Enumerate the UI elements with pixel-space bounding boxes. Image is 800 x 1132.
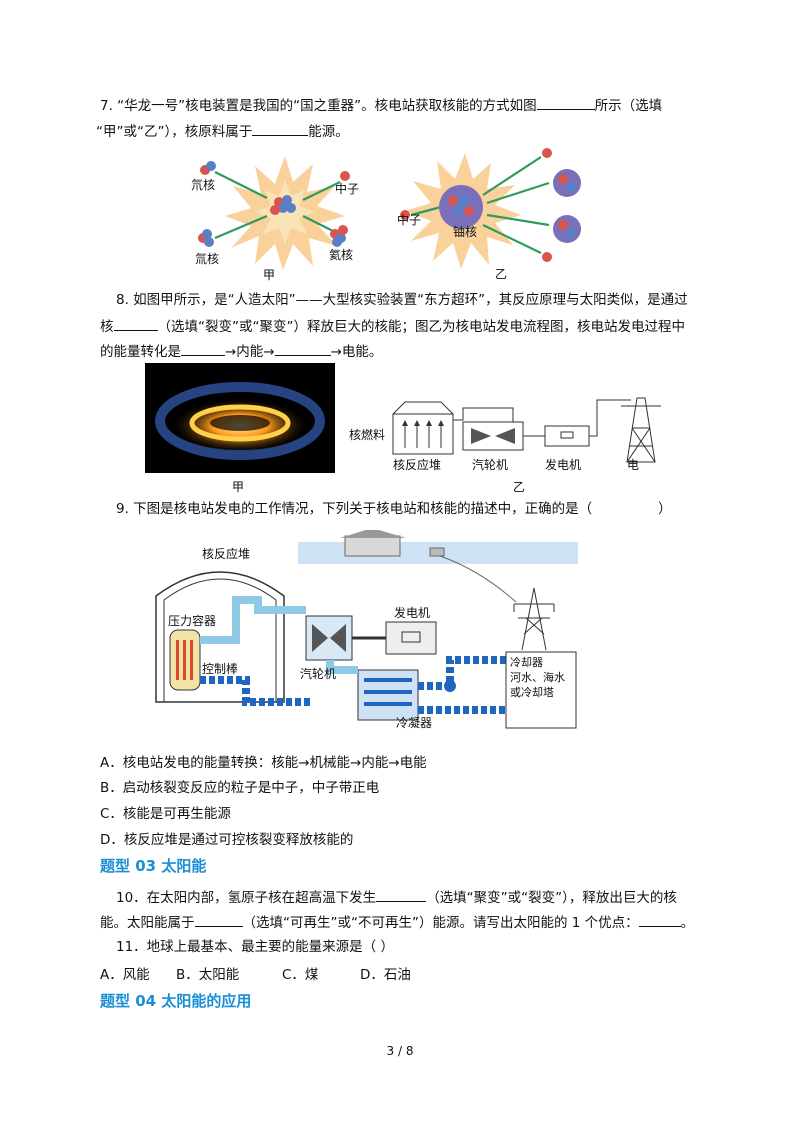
q8-line3: 的能量转化是→内能→→电能。 [100, 341, 382, 362]
fission-figure: 中子 铀核 乙 [395, 145, 595, 281]
label-pressure-vessel: 压力容器 [168, 614, 217, 628]
q10-blank-3[interactable] [638, 912, 681, 927]
label-tritium: 氚核 [195, 252, 220, 266]
page-number: 3 / 8 [386, 1044, 414, 1058]
label-cooler: 冷却器 [510, 656, 543, 669]
caption-jia-q7: 甲 [263, 268, 276, 282]
q7-line1: 7. “华龙一号”核电装置是我国的“国之重器”。核电站获取核能的方式如图所示（选… [100, 95, 662, 116]
label-cooler-tower: 或冷却塔 [510, 686, 554, 699]
q9-option-d[interactable]: D．核反应堆是通过可控核裂变释放核能的 [100, 832, 354, 848]
q9-stem: 9. 下图是核电站发电的工作情况，下列关于核电站和核能的描述中，正确的是（） [116, 501, 672, 517]
q8-blank-3[interactable] [274, 341, 331, 356]
q7-line2: “甲”或“乙”），核原料属于能源。 [96, 121, 349, 142]
fusion-figure: 氘核 氚核 中子 氦核 甲 [185, 150, 385, 282]
label-electricity: 电 [627, 458, 640, 472]
label-neutron-2: 中子 [397, 213, 422, 227]
label-reactor-q8: 核反应堆 [393, 458, 442, 472]
section-heading-04: 题型 04 太阳能的应用 [100, 992, 252, 1010]
q11-option-a[interactable]: A．风能 [100, 967, 150, 983]
q10-blank-2[interactable] [194, 912, 243, 927]
q7-blank-2[interactable] [252, 121, 309, 136]
q10-line1: 10．在太阳内部，氢原子核在超高温下发生（选填“聚变”或“裂变”），释放出巨大的… [116, 887, 677, 908]
label-reactor-q9: 核反应堆 [202, 547, 251, 561]
label-uranium: 铀核 [453, 225, 478, 239]
caption-jia-q8: 甲 [232, 480, 245, 494]
caption-yi-q8: 乙 [513, 480, 526, 494]
q11-option-b[interactable]: B．太阳能 [176, 967, 240, 983]
tokamak-image [155, 382, 325, 460]
caption-yi-q7: 乙 [495, 267, 508, 281]
label-control-rod: 控制棒 [202, 662, 239, 676]
tokamak-photo [145, 363, 335, 473]
q8-blank-2[interactable] [181, 341, 225, 356]
q11-option-c[interactable]: C．煤 [282, 967, 319, 983]
q11-option-d[interactable]: D．石油 [360, 967, 411, 983]
fission-diagram [400, 148, 581, 269]
q9-option-c[interactable]: C．核能是可再生能源 [100, 806, 231, 822]
q9-option-a[interactable]: A．核电站发电的能量转换：核能→机械能→内能→电能 [100, 755, 427, 771]
q8-line1: 8. 如图甲所示，是“人造太阳”——大型核实验装置“东方超环”，其反应原理与太阳… [116, 292, 688, 308]
fusion-diagram [198, 156, 350, 270]
label-cooler-water: 河水、海水 [510, 671, 565, 684]
label-nuclear-fuel: 核燃料 [349, 428, 386, 442]
q10-blank-1[interactable] [376, 887, 427, 902]
label-generator-q9: 发电机 [394, 606, 431, 620]
label-turbine-q9: 汽轮机 [300, 667, 337, 681]
q11-stem: 11．地球上最基本、最主要的能量来源是（ ） [116, 939, 394, 955]
q8-blank-1[interactable] [113, 316, 158, 331]
label-turbine-q8: 汽轮机 [472, 458, 509, 472]
label-helium: 氦核 [329, 248, 354, 262]
q8-line2: 核（选填“裂变”或“聚变”）释放巨大的核能；图乙为核电站发电流程图，核电站发电过… [100, 316, 685, 337]
power-flow-diagram: 核燃料 核反应堆 汽轮机 发电机 电 乙 [345, 392, 670, 494]
label-generator-q8: 发电机 [545, 458, 582, 472]
nuclear-plant-diagram: 核反应堆 压力容器 控制棒 汽轮机 发电机 冷凝器 冷却器 河水、海水 或冷却塔 [150, 528, 580, 735]
q9-option-b[interactable]: B．启动核裂变反应的粒子是中子，中子带正电 [100, 780, 380, 796]
q10-line2: 能。太阳能属于（选填“可再生”或“不可再生”）能源。请写出太阳能的 1 个优点：… [100, 912, 694, 933]
power-flow-svg [392, 397, 661, 463]
nuclear-plant-svg [155, 528, 578, 729]
label-neutron-1: 中子 [335, 182, 360, 196]
q7-blank-1[interactable] [536, 95, 595, 110]
label-condenser: 冷凝器 [396, 716, 433, 730]
section-heading-03: 题型 03 太阳能 [100, 857, 207, 875]
label-deuterium: 氘核 [191, 178, 216, 192]
